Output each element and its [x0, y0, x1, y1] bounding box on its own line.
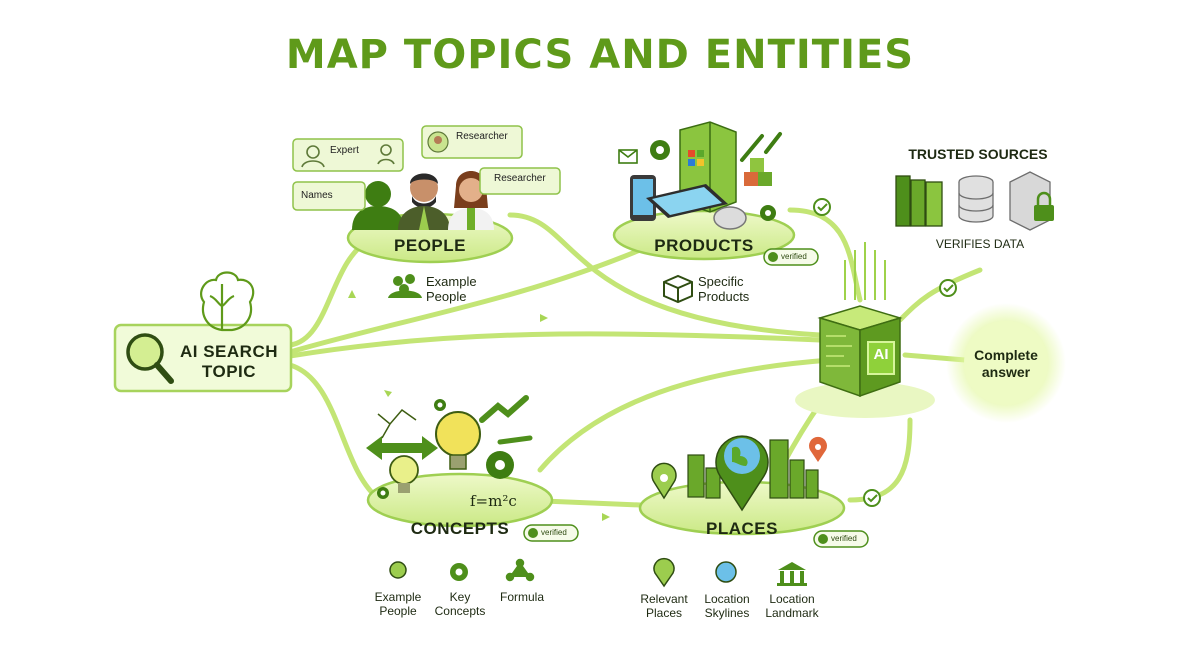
- arrow-marker: [384, 390, 392, 397]
- network-icon: [505, 558, 535, 582]
- landmark-icon: [777, 562, 807, 586]
- researcher-avatar-icon: [398, 173, 450, 230]
- speech-bubbles: [292, 125, 561, 211]
- trend-arrow-icon: [479, 395, 533, 445]
- concepts-item-formula: Formula: [499, 590, 544, 604]
- cubes-icon: [744, 158, 772, 186]
- double-arrow-icon: [366, 436, 438, 460]
- beam-lines: [844, 242, 886, 300]
- globe-pin-icon: [715, 435, 769, 512]
- bubble-researcher-2: [479, 167, 561, 195]
- node-ai-search-topic: [113, 271, 293, 393]
- bubble-researcher-1: [421, 125, 523, 159]
- verified-badge-concepts: [523, 524, 579, 542]
- complete-answer-label: Complete answer: [974, 347, 1038, 380]
- people-group-icon: [388, 274, 422, 298]
- node-products: [612, 121, 796, 304]
- magnifier-icon: [126, 333, 174, 384]
- circuit-lines: [826, 335, 852, 367]
- node-complete-answer: [946, 303, 1066, 423]
- check-badge-icon: [863, 489, 881, 507]
- arrow-marker: [540, 314, 548, 322]
- concepts-item-key-concepts: Key Concepts: [434, 590, 486, 618]
- products-sub-label: Specific Products: [698, 274, 750, 304]
- gear-icon: [377, 399, 514, 499]
- node-ai-chip: [795, 242, 935, 418]
- bubble-expert-text: Expert: [330, 145, 359, 156]
- page-title: MAP TOPICS AND ENTITIES: [285, 32, 915, 78]
- verified-badge-concepts-text: verified: [541, 528, 567, 537]
- lightbulb-icon: [389, 411, 481, 493]
- people-label: PEOPLE: [394, 236, 466, 255]
- verified-check-icons: [528, 252, 828, 544]
- check-badge-icon: [939, 279, 957, 297]
- verifies-data-label: VERIFIES DATA: [935, 237, 1025, 251]
- concepts-item-example-people: Example People: [374, 590, 422, 618]
- connector-topic-ai: [287, 331, 823, 359]
- places-items-icons: [653, 557, 807, 588]
- concepts-label: CONCEPTS: [410, 519, 510, 538]
- envelope-icon: [618, 149, 638, 164]
- check-badge-icon: [813, 198, 831, 216]
- connector-people-ai: [507, 212, 823, 338]
- connector-topic-concepts: [287, 362, 383, 503]
- places-label: PLACES: [706, 519, 778, 538]
- trusted-sources-label: TRUSTED SOURCES: [908, 146, 1048, 162]
- bubble-researcher-2-text: Researcher: [494, 173, 546, 184]
- server-lock-icon: [1009, 171, 1054, 231]
- node-concepts: [366, 395, 554, 582]
- location-pin-icon: [651, 436, 827, 500]
- node-places: [638, 435, 846, 588]
- ai-chip-label: AI: [873, 346, 889, 363]
- mouse-icon: [713, 206, 747, 230]
- ai-search-topic-label: AI SEARCH TOPIC: [179, 342, 278, 381]
- connector-ai-sources: [897, 267, 983, 323]
- package-icon: [663, 274, 693, 304]
- flow-arrows: [348, 290, 610, 521]
- books-icon: [895, 175, 943, 227]
- concepts-items-icons: [389, 558, 535, 582]
- researcher-avatar-icon: [427, 131, 449, 153]
- places-item-location-landmark: Location Landmark: [765, 592, 819, 620]
- skyline-icon: [687, 439, 819, 499]
- places-item-relevant-places: Relevant Places: [640, 592, 688, 620]
- arrow-marker: [348, 290, 356, 298]
- connector-places-answer: [847, 417, 913, 503]
- user-icon: [380, 144, 392, 156]
- node-people: [292, 125, 561, 298]
- location-pin-icon: [653, 557, 675, 588]
- gear-icon: [650, 140, 776, 221]
- places-item-location-skylines: Location Skylines: [704, 592, 750, 620]
- bubble-names: [292, 181, 366, 211]
- wrench-icon: [740, 132, 782, 162]
- people-sub-label: Example People: [426, 274, 477, 304]
- bubble-names-text: Names: [301, 190, 333, 201]
- verified-badge-products-text: verified: [781, 252, 807, 261]
- verified-badge-places-text: verified: [831, 534, 857, 543]
- user-icon: [306, 145, 320, 159]
- network-icon: [377, 408, 417, 439]
- connector-products-ai: [787, 207, 863, 303]
- node-trusted-sources: [895, 171, 1054, 231]
- connector-concepts-ai: [537, 357, 833, 473]
- database-icon: [958, 175, 994, 223]
- check-badges: [813, 198, 957, 507]
- connector-topic-people: [287, 237, 373, 348]
- bubble-researcher-1-text: Researcher: [456, 131, 508, 142]
- verified-badge-products: [763, 248, 819, 266]
- lightbulb-icon: [389, 561, 407, 579]
- formula-text: f=m²c: [470, 492, 517, 510]
- products-label: PRODUCTS: [654, 236, 754, 255]
- arrow-marker: [602, 513, 610, 521]
- brain-icon: [200, 271, 255, 332]
- globe-icon: [715, 561, 737, 583]
- person-silhouette-icon: [352, 181, 404, 230]
- verified-badges: [523, 248, 869, 548]
- verified-badge-places: [813, 530, 869, 548]
- tablet-icon: [630, 175, 728, 221]
